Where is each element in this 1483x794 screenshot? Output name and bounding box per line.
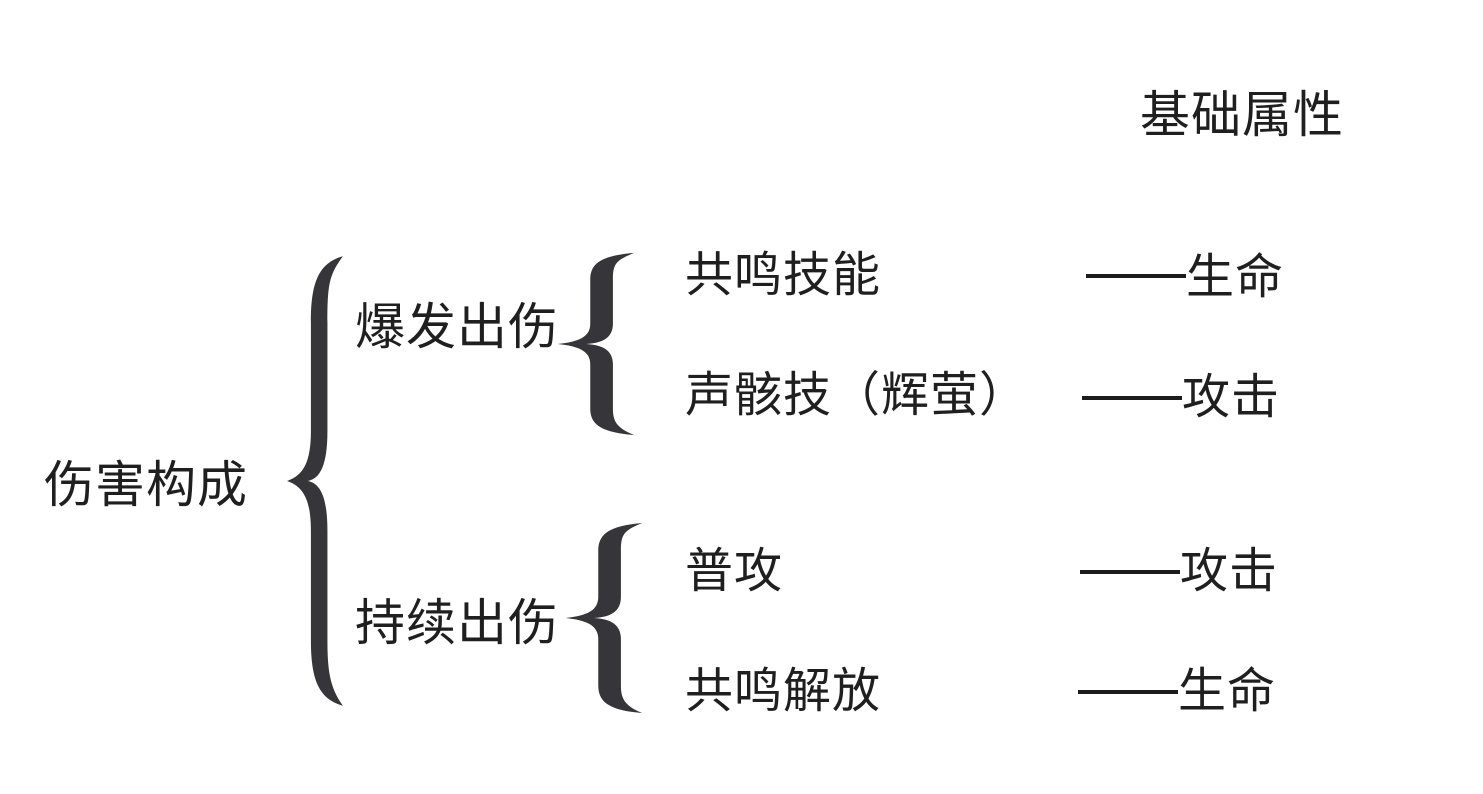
skill-echo-skill-label: 声骸技（辉萤） — [685, 369, 1029, 422]
skill-resonance-liberation-label: 共鸣解放 — [685, 665, 882, 718]
skill-basic-attack-label: 普攻 — [685, 545, 784, 598]
root-label: 伤害构成 — [44, 457, 248, 513]
root-brace — [283, 254, 345, 708]
skill-resonance-skill-label: 共鸣技能 — [685, 249, 882, 302]
sustained-brace — [560, 522, 645, 714]
connector-line — [1086, 274, 1186, 278]
attribute-hp-label-2: 生命 — [1178, 665, 1277, 718]
burst-brace — [552, 252, 637, 436]
attribute-atk-label-2: 攻击 — [1180, 545, 1279, 598]
connector-line — [1078, 690, 1178, 694]
attribute-atk-label-1: 攻击 — [1182, 371, 1281, 424]
attribute-hp-label-1: 生命 — [1186, 251, 1285, 304]
branch-sustained-label: 持续出伤 — [355, 595, 559, 651]
branch-burst-label: 爆发出伤 — [355, 299, 559, 355]
base-attribute-header: 基础属性 — [1140, 87, 1344, 143]
connector-line — [1080, 570, 1180, 574]
connector-line — [1082, 396, 1182, 400]
